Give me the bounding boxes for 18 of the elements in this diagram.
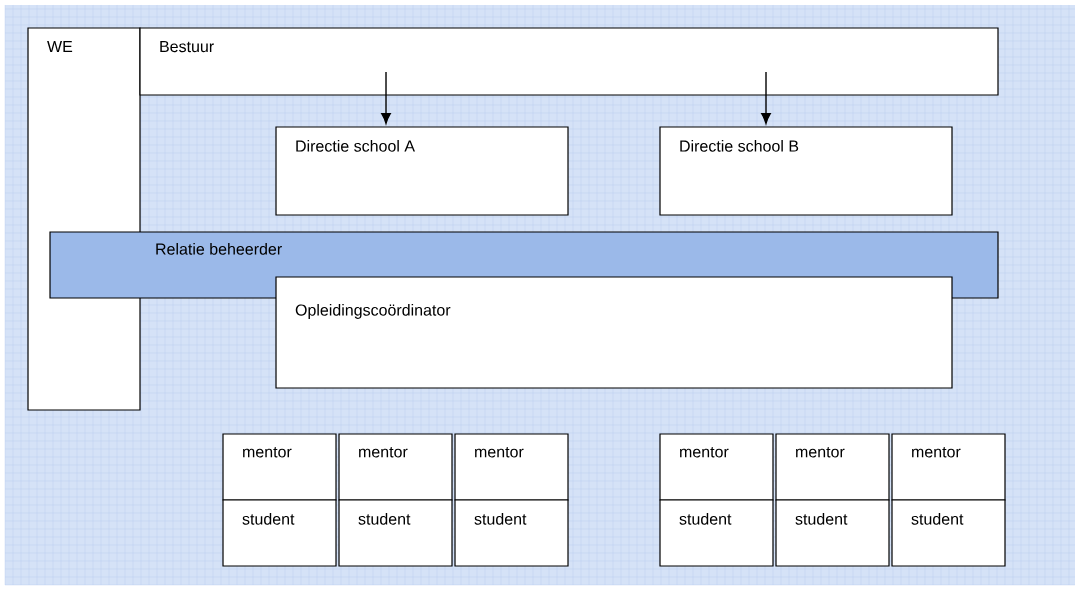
org-box: Bestuur [139, 27, 999, 96]
student-box: student [222, 499, 337, 567]
student-box: student [454, 499, 569, 567]
mentor-box: mentor [222, 433, 337, 501]
mentor-box: mentor [891, 433, 1006, 501]
arrow [761, 71, 771, 125]
mentor-box: mentor [659, 433, 774, 501]
student-box: student [775, 499, 890, 567]
role-box: Opleidingscoördinator [275, 276, 953, 389]
school-box: Directie school B [659, 126, 953, 216]
mentor-box: mentor [454, 433, 569, 501]
arrow [381, 71, 391, 125]
student-box: student [659, 499, 774, 567]
school-box: Directie school A [275, 126, 569, 216]
student-box: student [338, 499, 453, 567]
mentor-box: mentor [338, 433, 453, 501]
student-box: student [891, 499, 1006, 567]
mentor-box: mentor [775, 433, 890, 501]
